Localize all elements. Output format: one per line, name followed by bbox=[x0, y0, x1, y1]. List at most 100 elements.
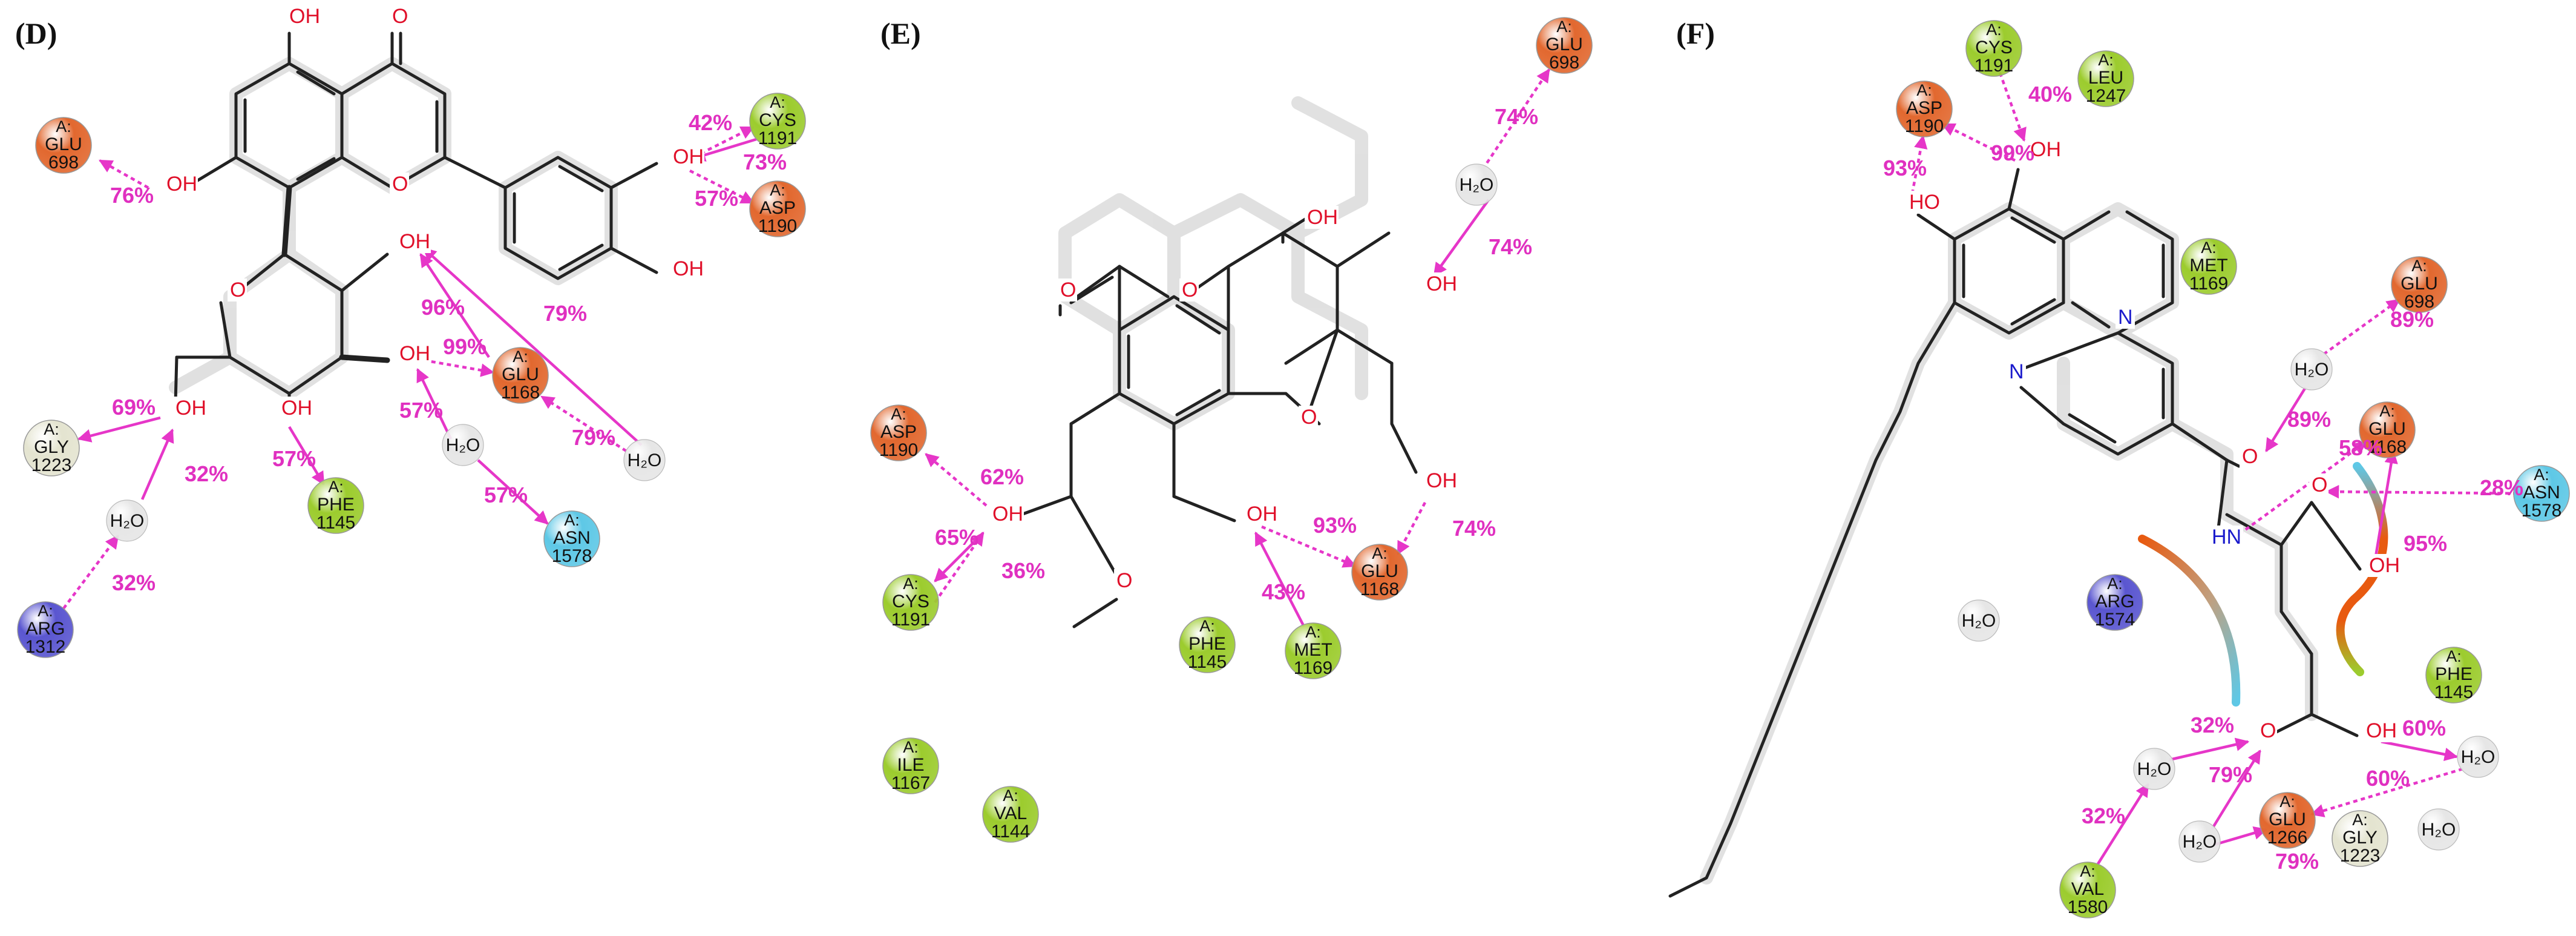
residue-name: ASP bbox=[880, 422, 917, 442]
atom-label-bg bbox=[1424, 469, 1458, 492]
atom-label-bg bbox=[173, 397, 207, 420]
panel-label-e: (E) bbox=[880, 16, 921, 50]
residue-name: GLU bbox=[502, 364, 539, 384]
residue-name: CYS bbox=[759, 110, 796, 130]
residue-name: MET bbox=[2189, 255, 2227, 275]
residue-chain: A: bbox=[2279, 793, 2295, 811]
occupancy-percent: 79% bbox=[572, 425, 615, 450]
atom-label: O bbox=[392, 173, 408, 196]
occupancy-percent: 60% bbox=[2366, 766, 2410, 791]
occupancy-percent: 32% bbox=[2082, 803, 2125, 828]
atom-label: HN bbox=[2212, 526, 2241, 549]
atom-label-bg bbox=[1424, 272, 1458, 295]
atom-label-bg bbox=[397, 342, 431, 365]
occupancy-percent: 57% bbox=[484, 483, 528, 507]
occupancy-percent: 65% bbox=[935, 525, 978, 550]
atom-label: OH bbox=[175, 397, 206, 420]
atom-label-bg bbox=[990, 503, 1024, 526]
residue-disc bbox=[2259, 792, 2316, 849]
residue-disc bbox=[1896, 81, 1953, 137]
residue-chain: A: bbox=[1916, 81, 1932, 99]
atom-label-bg bbox=[390, 5, 409, 28]
occupancy-percent: 99% bbox=[443, 334, 487, 359]
occupancy-percent: 89% bbox=[2287, 407, 2331, 432]
water-label: H₂O bbox=[110, 511, 145, 531]
water-label: H₂O bbox=[2183, 832, 2217, 852]
residue-name: GLU bbox=[45, 134, 82, 154]
dynamic-layer: A:GLU698A:CYS1191A:ASP1190A:GLU1168A:GLY… bbox=[17, 5, 2570, 918]
residue-disc bbox=[2391, 256, 2448, 313]
atom-label: OH bbox=[2369, 554, 2400, 577]
residue-name: ILE bbox=[897, 755, 924, 775]
residue-disc bbox=[2359, 401, 2416, 458]
residue-chain: A: bbox=[56, 117, 71, 136]
atom-label-bg bbox=[2028, 138, 2062, 161]
residue-chain: A: bbox=[2352, 811, 2368, 829]
residue-disc bbox=[749, 93, 806, 150]
residue-number: 1580 bbox=[2068, 897, 2108, 917]
residue-number: 1190 bbox=[879, 440, 919, 460]
residue-disc bbox=[1179, 616, 1236, 673]
atom-label: OH bbox=[289, 5, 320, 28]
hbond-arrows bbox=[62, 68, 2518, 867]
water-label: H₂O bbox=[446, 435, 480, 455]
ligand-d-skeleton bbox=[169, 31, 658, 420]
water-molecule: H₂O bbox=[2178, 820, 2221, 863]
water-molecule: H₂O bbox=[1958, 599, 2000, 642]
atom-label-bg bbox=[2367, 554, 2401, 577]
water-disc bbox=[1455, 163, 1498, 206]
residue-name: MET bbox=[1294, 640, 1332, 660]
residue-chain: A: bbox=[2201, 239, 2217, 257]
atom-label-bg bbox=[279, 397, 313, 420]
residue-number: 1167 bbox=[891, 773, 931, 793]
residue-number: 1144 bbox=[991, 822, 1031, 842]
residue-disc bbox=[17, 601, 74, 658]
residue-number: 1145 bbox=[2434, 682, 2474, 702]
occupancy-percent: 57% bbox=[695, 186, 738, 211]
residue-name: GLY bbox=[2342, 828, 2378, 848]
residue-disc bbox=[2425, 647, 2482, 704]
residue-disc bbox=[23, 420, 80, 476]
occupancy-percent: 93% bbox=[1883, 156, 1927, 180]
residue-disc bbox=[2332, 810, 2388, 867]
water-disc bbox=[623, 439, 666, 481]
atom-label-bg bbox=[164, 173, 198, 196]
occupancy-percent: 42% bbox=[689, 110, 732, 135]
water-molecule: H₂O bbox=[442, 424, 484, 466]
atom-label: O bbox=[1182, 278, 1198, 302]
water-molecule: H₂O bbox=[1455, 163, 1498, 206]
residue-number: 1266 bbox=[2267, 828, 2308, 848]
atom-label-bg bbox=[670, 145, 704, 168]
residue-disc bbox=[35, 117, 92, 174]
atom-label: N bbox=[2009, 360, 2024, 383]
residue-chain: A: bbox=[1556, 18, 1572, 36]
atom-label-bg bbox=[2209, 526, 2243, 549]
residue-chain: A: bbox=[2379, 402, 2395, 420]
residue-number: 698 bbox=[1549, 53, 1579, 73]
atom-label-bg bbox=[2258, 719, 2277, 742]
atom-label: OH bbox=[399, 230, 430, 253]
atom-label-bg bbox=[2309, 473, 2329, 496]
panel-label-f: (F) bbox=[1676, 16, 1715, 50]
atom-label-bg bbox=[1305, 206, 1339, 229]
occupancy-percent: 60% bbox=[2402, 716, 2446, 740]
occupancy-percent: 74% bbox=[1489, 234, 1532, 259]
ligand-e-skeleton bbox=[1003, 96, 1418, 628]
atom-label: OH bbox=[2030, 138, 2061, 161]
occupancy-percent: 69% bbox=[112, 395, 156, 420]
water-label: H₂O bbox=[1460, 175, 1494, 195]
water-disc bbox=[1958, 599, 2000, 642]
residue-chain: A: bbox=[328, 478, 344, 496]
atom-label: OH bbox=[281, 397, 312, 420]
